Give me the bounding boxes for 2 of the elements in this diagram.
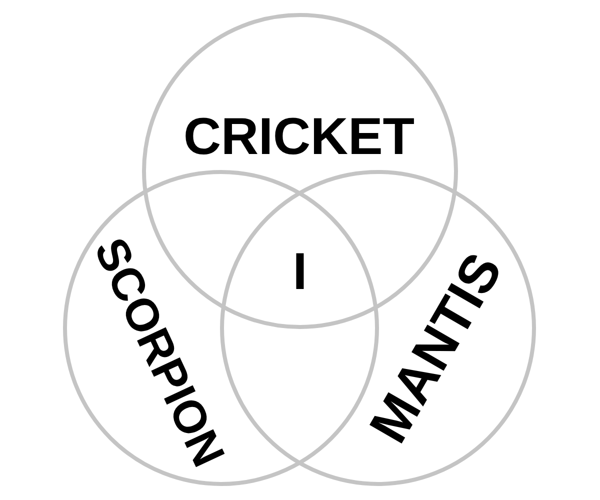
set-label: CRICKET	[183, 111, 415, 163]
intersection-label: I	[292, 246, 308, 298]
